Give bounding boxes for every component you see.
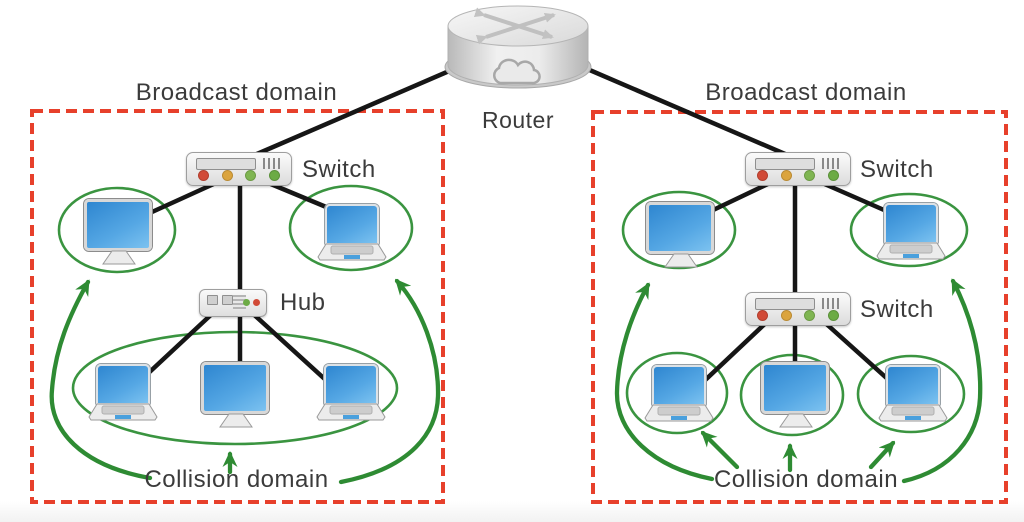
laptop-base	[878, 404, 948, 422]
monitor-stand	[219, 413, 253, 428]
hub-label: Hub	[280, 289, 326, 316]
switch-vents	[263, 158, 280, 169]
monitor-screen	[646, 202, 714, 254]
collision-domain-label-left: Collision domain	[144, 466, 329, 493]
collision-domain-ellipses	[57, 184, 969, 446]
router-drawing	[444, 5, 592, 89]
switch-label: Switch	[860, 156, 934, 183]
monitor-screen	[84, 199, 152, 251]
hub-icon	[199, 289, 267, 317]
monitor-screen	[201, 362, 269, 414]
switch-vents	[822, 298, 839, 309]
laptop-screen	[325, 204, 379, 245]
switch-label: Switch	[860, 296, 934, 323]
switch-display	[755, 158, 815, 170]
router-arrows-icon	[473, 7, 556, 45]
arrow-diagonal	[700, 430, 740, 470]
laptop-touchpad	[115, 415, 131, 419]
collision-ellipse	[288, 184, 414, 272]
collision-domain-label-right: Collision domain	[713, 466, 899, 493]
switch-icon	[745, 152, 851, 186]
laptop-touchpad	[344, 255, 360, 259]
hub-leds	[243, 299, 260, 306]
laptop-touchpad	[343, 415, 359, 419]
broadcast-domain-label-left: Broadcast domain	[135, 79, 338, 106]
monitor-stand	[102, 250, 136, 265]
monitor-stand	[779, 413, 813, 428]
cable-router-left-switch	[240, 59, 473, 163]
cable	[698, 317, 772, 387]
laptop-touchpad	[903, 254, 919, 258]
laptop-touchpad	[671, 416, 687, 420]
switch-vents	[822, 158, 839, 169]
cloud-icon	[493, 58, 541, 85]
monitor-stand	[664, 253, 698, 268]
laptop-screen	[652, 365, 706, 406]
laptop-base	[88, 403, 158, 421]
cable	[819, 317, 894, 385]
broadcast-domain-border-left	[30, 109, 445, 504]
broadcast-domain-label-right: Broadcast domain	[705, 79, 907, 106]
laptop-base	[316, 403, 386, 421]
arrow-right-arc	[338, 278, 441, 485]
laptop-base	[876, 242, 946, 260]
cable	[149, 179, 221, 215]
laptop-screen	[886, 365, 940, 406]
collision-ellipse	[739, 353, 845, 437]
cable	[248, 309, 331, 385]
collision-ellipse	[849, 192, 969, 268]
laptop-screen	[324, 364, 378, 405]
cable	[817, 179, 887, 213]
router-label: Router	[481, 107, 555, 133]
switch-icon	[186, 152, 292, 186]
collision-ellipse	[625, 351, 729, 435]
arrow-left-arc	[49, 279, 153, 481]
cable	[138, 309, 217, 383]
arrow-diagonal	[868, 440, 896, 470]
switch-icon	[745, 292, 851, 326]
laptop-touchpad	[905, 416, 921, 420]
switch-leds	[198, 170, 280, 181]
switch-label: Switch	[302, 156, 376, 183]
router-icon	[440, 1, 596, 99]
arrow-right-arc	[901, 278, 983, 484]
collision-ellipse	[621, 190, 737, 270]
monitor-screen	[761, 362, 829, 414]
switch-display	[196, 158, 256, 170]
laptop-base	[317, 243, 387, 261]
broadcast-domain-border-right	[591, 110, 1008, 504]
network-cables	[138, 59, 894, 387]
hub-ports	[207, 295, 233, 305]
collision-ellipse	[856, 354, 966, 434]
switch-leds	[757, 170, 839, 181]
hub-grill	[233, 295, 246, 310]
laptop-base	[644, 404, 714, 422]
cable	[263, 179, 334, 212]
cable-router-right-switch	[568, 59, 802, 163]
switch-display	[755, 298, 815, 310]
cable	[706, 179, 775, 215]
collision-ellipse	[57, 186, 177, 274]
switch-leds	[757, 310, 839, 321]
arrow-left-arc	[614, 282, 715, 482]
collision-ellipse-hub-shared	[71, 330, 399, 446]
